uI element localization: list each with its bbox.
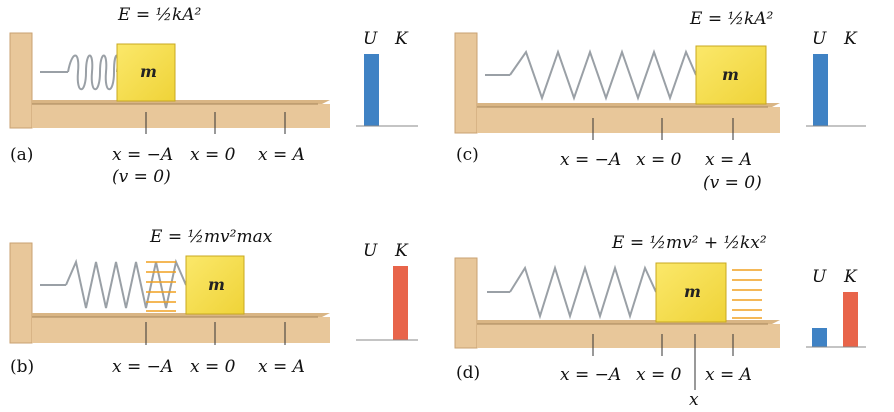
wall [9,242,33,344]
k-bar-label: K [843,267,858,287]
wall [454,32,478,134]
spring [40,54,119,91]
mark-zero: x = 0 [636,150,682,170]
mass-block [185,255,245,315]
u-bar [812,328,827,347]
panel-label: (d) [456,363,480,383]
mark-zero: x = 0 [190,145,236,165]
motion-lines [146,261,176,312]
u-bar-label: U [363,29,378,49]
u-bar [813,54,828,126]
u-bar-label: U [812,267,827,287]
energy-equation: E = ½mv²max [149,227,273,247]
mark-neg-a: x = −A [112,357,173,377]
panel-c: m E = ½kA² x = −A x = 0 x = A (v = 0) (c… [454,9,866,193]
spring [40,258,187,309]
motion-lines [732,269,762,319]
energy-equation: E = ½kA² [689,9,774,29]
mass-label: m [140,62,157,81]
energy-bars: U K [806,29,866,127]
k-bar-label: K [394,29,409,49]
k-bar [843,292,858,347]
k-bar [393,266,408,340]
mark-pos-a: x = A [258,357,305,377]
panel-label: (b) [10,357,34,377]
mass-label: m [684,282,701,301]
wall [454,257,478,349]
energy-bars: U K [356,29,418,127]
u-bar-label: U [363,241,378,261]
k-bar-label: K [394,241,409,261]
mass-block [695,45,767,105]
mass-block [655,262,727,323]
mark-zero: x = 0 [190,357,236,377]
panel-b: m E = ½mv²max x = −A x = 0 x = A (b) U K [9,227,418,377]
mark-pos-a: x = A [258,145,305,165]
mark-pos-a: x = A [705,150,752,170]
energy-bars: U K [356,241,418,341]
floor [477,107,780,133]
mass-label: m [208,275,225,294]
spring [487,264,657,320]
energy-equation: E = ½mv² + ½kx² [611,233,767,253]
mark-neg-a: x = −A [560,365,621,385]
floor [477,324,780,348]
velocity-note: (v = 0) [703,173,762,193]
floor [32,317,330,343]
u-bar-label: U [812,29,827,49]
wall [9,32,33,129]
position-x-label: x [689,390,699,410]
panel-d: m E = ½mv² + ½kx² x = −A x = 0 x = A x (… [454,233,866,410]
mass-label: m [722,65,739,84]
mark-neg-a: x = −A [560,150,621,170]
velocity-note: (v = 0) [112,167,171,187]
floor [32,104,330,128]
mass-block [116,43,176,102]
u-bar [364,54,379,126]
panel-label: (c) [456,145,479,165]
panel-a: m E = ½kA² x = −A x = 0 x = A (v = 0) (a… [9,5,418,187]
k-bar-label: K [843,29,858,49]
energy-bars: U K [806,267,866,348]
panel-label: (a) [10,145,33,165]
mark-pos-a: x = A [705,365,752,385]
mark-zero: x = 0 [636,365,682,385]
spring [485,48,697,102]
mark-neg-a: x = −A [112,145,173,165]
energy-equation: E = ½kA² [117,5,202,25]
